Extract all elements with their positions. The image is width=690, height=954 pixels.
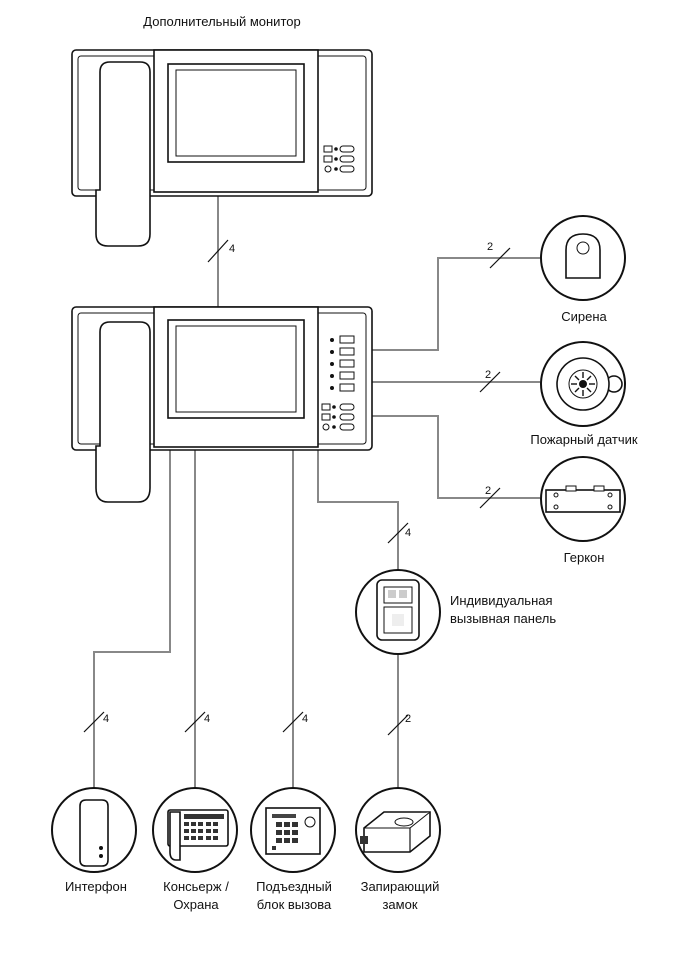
concierge-device <box>152 787 238 873</box>
entrance-label-line1: Подъездный <box>256 879 332 894</box>
reed-switch-label: Геркон <box>564 550 605 565</box>
door-panel-icon <box>376 579 420 641</box>
individual-panel-device <box>355 569 441 655</box>
intercom-icon <box>79 799 109 867</box>
wire-count-intercom: 4 <box>103 713 109 725</box>
wire-siren <box>370 257 540 351</box>
concierge-label-line1: Консьерж / <box>163 879 229 894</box>
wire-reed-switch <box>370 415 540 499</box>
wire-count-concierge: 4 <box>204 713 210 725</box>
labels: Дополнительный монитор Сирена Пожарный д… <box>65 14 638 912</box>
fire-detector-label: Пожарный датчик <box>530 432 637 447</box>
fire-detector-device <box>540 341 626 427</box>
lock-label-line1: Запирающий <box>361 879 440 894</box>
wire-count-monitor: 4 <box>229 243 235 255</box>
extra-monitor-label: Дополнительный монитор <box>143 14 300 29</box>
handset-icon <box>95 321 151 503</box>
handset-icon <box>95 61 151 247</box>
intercom-label: Интерфон <box>65 879 127 894</box>
wires <box>93 196 540 790</box>
main-monitor <box>71 306 373 503</box>
entrance-panel-device <box>250 787 336 873</box>
entrance-label-line2: блок вызова <box>257 897 332 912</box>
wire-individual-panel <box>317 450 399 570</box>
reed-switch-device <box>540 456 626 542</box>
fire-detector-icon <box>556 357 623 411</box>
concierge-label-line2: Охрана <box>173 897 219 912</box>
intercom-device <box>51 787 137 873</box>
wire-count-lock: 2 <box>405 713 411 725</box>
button-cluster <box>323 145 355 173</box>
wire-count-fire: 2 <box>485 369 491 381</box>
siren-label: Сирена <box>561 309 607 324</box>
reed-switch-icon <box>545 485 621 513</box>
concierge-phone-icon <box>167 809 229 861</box>
wire-count-entrance: 4 <box>302 713 308 725</box>
siren-device <box>540 215 626 301</box>
extra-monitor <box>71 49 373 247</box>
door-lock-device <box>355 787 441 873</box>
wire-intercom <box>93 450 171 790</box>
button-cluster <box>321 335 355 431</box>
wire-ticks <box>83 239 511 736</box>
wire-count-panel: 4 <box>405 527 411 539</box>
entrance-panel-icon <box>265 807 321 855</box>
siren-icon <box>565 233 601 279</box>
door-lock-icon <box>360 811 431 853</box>
wire-count-siren: 2 <box>487 241 493 253</box>
individual-panel-label-line2: вызывная панель <box>450 611 556 626</box>
wire-count-reed: 2 <box>485 485 491 497</box>
lock-label-line2: замок <box>382 897 417 912</box>
individual-panel-label-line1: Индивидуальная <box>450 593 553 608</box>
